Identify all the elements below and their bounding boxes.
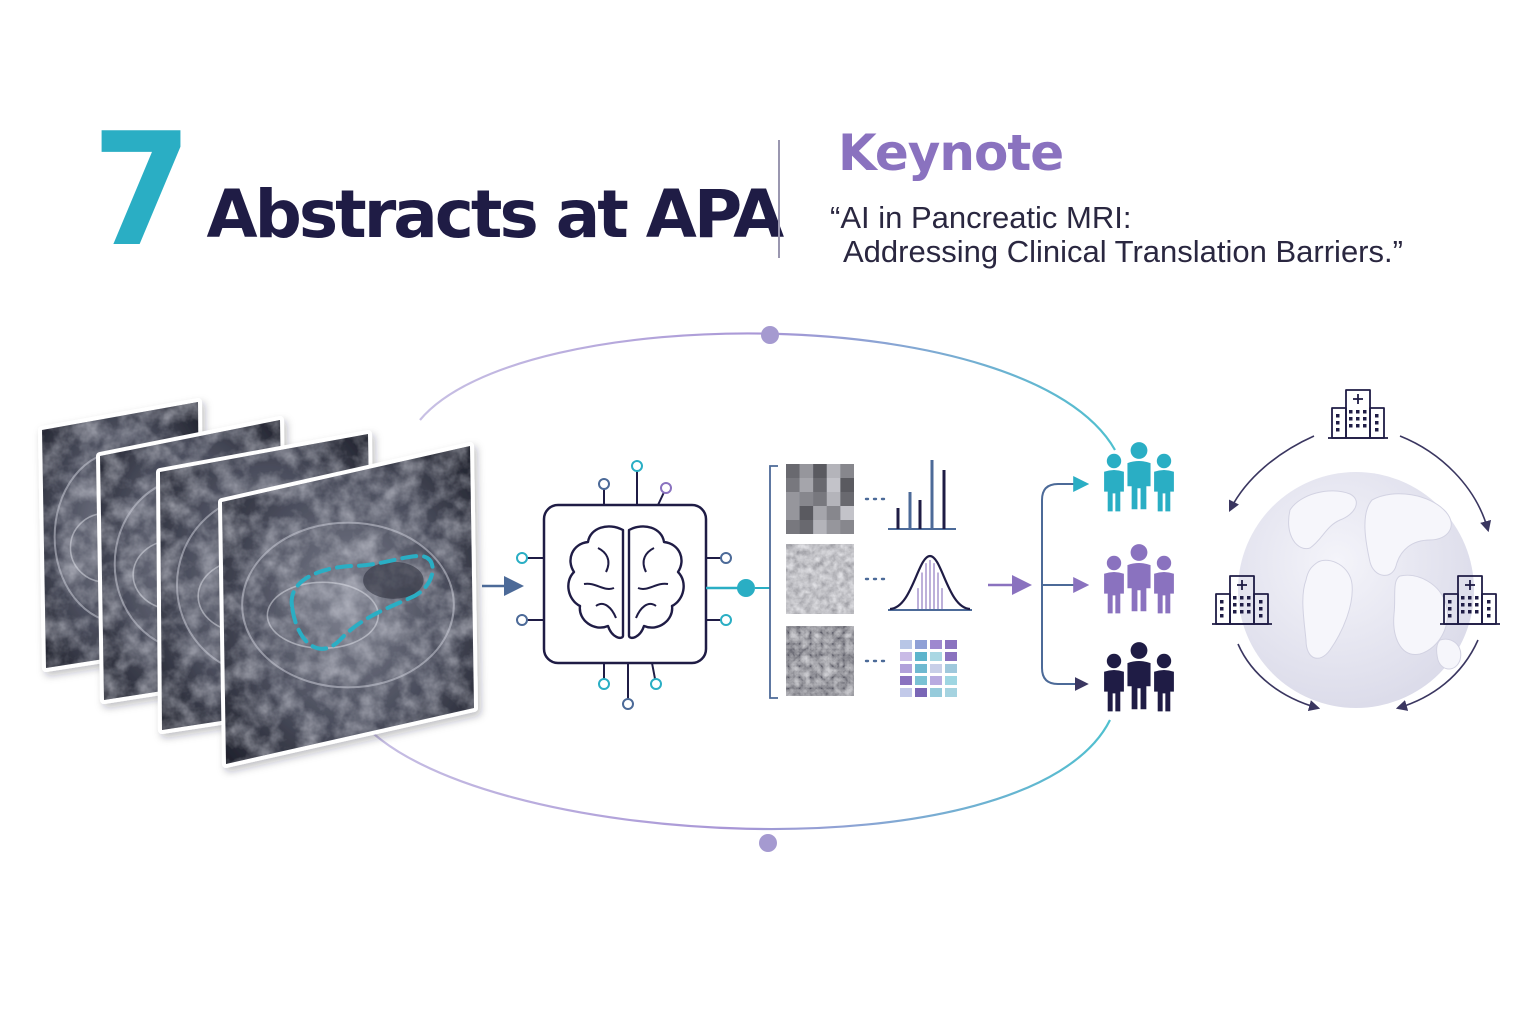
keynote-title-line-2: Addressing Clinical Translation Barriers… [843,234,1403,269]
person-figure [1154,653,1174,712]
brain-chip-icon [516,460,770,710]
mri-slice-stack [38,398,478,768]
people-group-icon-purple [1104,544,1174,614]
heatmap-cell [915,664,927,673]
keynote-label: Keynote [838,124,1064,182]
cycle-arrow [1228,435,1315,513]
heatmap-cell [945,688,957,697]
heatmap-cell [945,664,957,673]
feature-panel [769,460,972,699]
circuit-node [660,482,672,494]
continent [1288,490,1357,550]
texture-patch-icon [786,544,854,614]
heatmap-cell [915,652,927,661]
brain-left-hemisphere [567,525,625,640]
heatmap-cell [945,676,957,685]
continent [1436,638,1462,670]
person-figure [1127,544,1151,612]
person-figure [1127,442,1151,510]
people-group-icon-teal [1104,442,1174,512]
circuit-node [650,678,662,690]
circuit-node [516,614,528,626]
cycle-arrow [1395,639,1479,711]
heatmap-cell [900,640,912,649]
person-figure [1154,555,1174,614]
heatmap-cell [930,676,942,685]
hospital-icon-left [1212,575,1272,625]
heatmap-cell [930,640,942,649]
heatmap-cell [915,688,927,697]
circuit-node [622,698,634,710]
globe-icon [1228,435,1492,711]
pancreas-segmentation-outline [289,553,435,651]
circuit-node [720,614,732,626]
person-figure [1104,653,1124,712]
heatmap-cell [900,688,912,697]
headline-text: Abstracts at APA [206,176,785,253]
texture-patch-icon [786,626,854,696]
continent [1364,493,1452,576]
header-divider [778,140,780,258]
bell-curve-icon [888,554,972,611]
heatmap-cell [930,652,942,661]
cycle-arrow [1399,435,1492,533]
heatmap-cell [915,640,927,649]
circuit-node [598,478,610,490]
people-group-icon-navy [1104,642,1174,712]
brain-right-hemisphere [627,525,685,640]
person-figure [1154,453,1174,512]
heatmap-cell [945,640,957,649]
heatmap-cell [930,664,942,673]
person-figure [1104,453,1124,512]
cohort-groups [1104,442,1174,712]
circuit-node [631,460,643,472]
mri-slice [218,442,478,768]
heatmap-cell [915,676,927,685]
circuit-node [720,552,732,564]
heatmap-cell [900,652,912,661]
person-figure [1104,555,1124,614]
hospital-icon-right [1440,575,1500,625]
heatmap-cell [930,688,942,697]
orbit-ellipse [359,326,1116,852]
hospital-network [1212,389,1500,625]
keynote-title-line-1: “AI in Pancreatic MRI: [830,200,1132,235]
heatmap-cell [900,676,912,685]
hospital-icon-top [1328,389,1388,439]
heatmap-cell [900,664,912,673]
texture-patch-icon [786,464,854,534]
feature-bracket [769,465,778,699]
continent [1302,559,1353,659]
bar-chart-icon [888,460,956,530]
orbit-node-top [761,326,779,344]
person-figure [1127,642,1151,710]
circuit-node [516,552,528,564]
orbit-node-bottom [759,834,777,852]
circuit-node [598,678,610,690]
output-node [737,579,755,597]
continent [1393,574,1448,655]
headline: 7 Abstracts at APA [92,112,785,268]
cohort-branches [1041,476,1090,691]
heatmap-grid-icon [900,640,957,697]
cycle-arrow [1237,643,1321,711]
abstract-count: 7 [92,99,192,281]
heatmap-cell [945,652,957,661]
